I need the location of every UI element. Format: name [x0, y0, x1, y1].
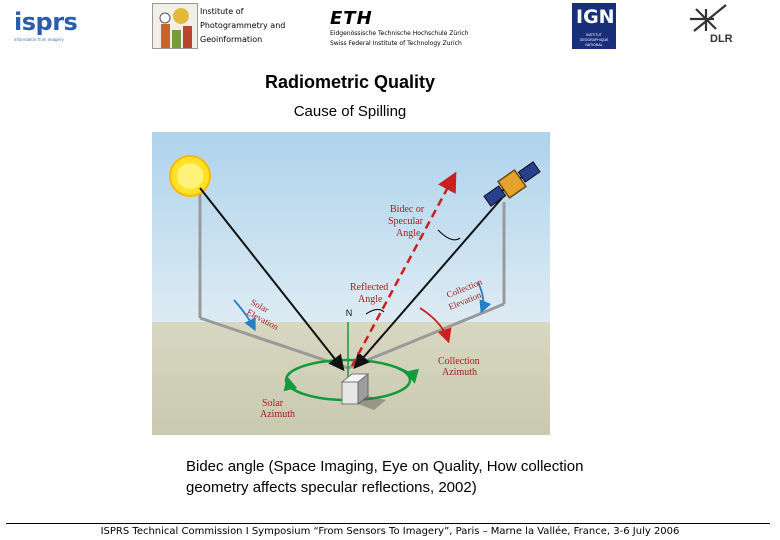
caption-line-2: geometry affects specular reflections, 2… — [186, 479, 477, 496]
figure-caption: Bidec angle (Space Imaging, Eye on Quali… — [186, 456, 686, 498]
collection-azimuth-label-1: Collection — [438, 356, 480, 367]
eth-line-2: Swiss Federal Institute of Technology Zu… — [330, 40, 462, 47]
collection-ray — [353, 197, 503, 370]
ign-logo: IGN INSTITUT GEOGRAPHIQUE NATIONAL — [572, 3, 616, 49]
reflected-label-1: Reflected — [350, 282, 388, 293]
bidec-angle-arc — [437, 229, 461, 241]
solar-azimuth-arrow — [283, 376, 303, 395]
reflected-ray — [350, 171, 457, 367]
isprs-logo: isprs information from imagery — [14, 8, 84, 52]
solar-elevation-arc — [233, 299, 256, 332]
eth-line-1: Eidgenössische Technische Hochschule Zür… — [330, 30, 469, 37]
institute-logo — [152, 3, 198, 49]
isprs-logo-tagline: information from imagery — [14, 37, 64, 42]
solar-azimuth-label-1: Solar — [262, 398, 284, 409]
institute-name: Institute of Photogrammetry and Geoinfor… — [200, 5, 285, 47]
sun-icon — [169, 155, 211, 197]
eth-logo: ETH — [330, 8, 373, 29]
bidec-label-3: Angle — [396, 228, 421, 239]
geometry-frame — [198, 184, 506, 370]
footer-divider — [6, 523, 770, 524]
institute-line-2: Photogrammetry and — [200, 21, 286, 30]
dlr-emblem-icon — [690, 4, 727, 32]
collection-elevation-arc — [477, 281, 492, 314]
dlr-logo: DLR — [682, 3, 738, 49]
incident-ray — [199, 187, 345, 372]
solar-azimuth-label-2: Azimuth — [260, 409, 295, 420]
satellite-icon — [483, 161, 541, 207]
slide-subtitle: Cause of Spilling — [293, 103, 407, 120]
ign-line-1: INSTITUT — [586, 33, 602, 37]
spilling-diagram: Bidec or Specular Angle Reflected Angle … — [152, 132, 550, 435]
ign-logo-text: INSTITUT GEOGRAPHIQUE NATIONAL — [574, 33, 614, 48]
eth-name: Eidgenössische Technische Hochschule Zür… — [330, 29, 468, 49]
bidec-label-1: Bidec or — [390, 204, 425, 215]
caption-line-1: Bidec angle (Space Imaging, Eye on Quali… — [186, 458, 584, 475]
footer-text: ISPRS Technical Commission I Symposium “… — [100, 526, 680, 537]
institute-logo-icon — [153, 4, 197, 48]
reflected-angle-arc — [365, 308, 385, 315]
institute-line-3: Geoinformation — [200, 35, 263, 44]
collection-elevation-red-arc — [419, 307, 452, 344]
isprs-logo-word: isprs — [14, 8, 78, 36]
collection-azimuth-label-2: Azimuth — [442, 367, 477, 378]
institute-line-1: Institute of — [200, 7, 244, 16]
target-object — [340, 372, 386, 410]
north-label: N — [346, 308, 353, 318]
bidec-label-2: Specular — [388, 216, 424, 227]
ign-logo-mark: IGN — [576, 6, 615, 28]
collection-azimuth-arrow — [383, 363, 419, 384]
ign-line-3: NATIONAL — [585, 43, 603, 47]
reflected-label-2: Angle — [358, 294, 383, 305]
dlr-logo-text: DLR — [710, 33, 733, 45]
ign-line-2: GEOGRAPHIQUE — [579, 38, 609, 42]
slide-title: Radiometric Quality — [264, 72, 436, 92]
